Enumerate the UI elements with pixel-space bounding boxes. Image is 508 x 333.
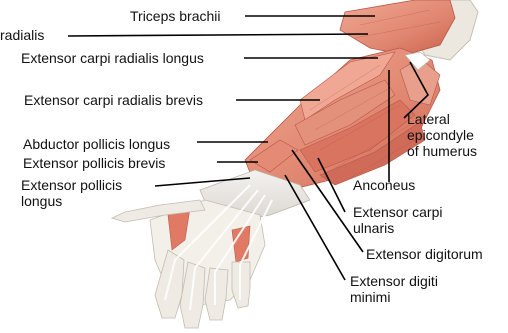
label-anconeus: Anconeus bbox=[353, 177, 415, 193]
label-extensor-digiti-minimi: Extensor digiti minimi bbox=[350, 273, 438, 305]
label-extensor-pollicis-brevis: Extensor pollicis brevis bbox=[23, 155, 165, 171]
label-lateral-epicondyle-of-humerus: Lateral epicondyle of humerus bbox=[407, 111, 477, 159]
label-extensor-carpi-ulnaris: Extensor carpi ulnaris bbox=[353, 204, 442, 236]
label-brachioradialis: radialis bbox=[0, 27, 44, 43]
label-extensor-pollicis-longus: Extensor pollicis longus bbox=[21, 177, 122, 209]
label-triceps-brachii: Triceps brachii bbox=[130, 8, 221, 24]
label-extensor-carpi-radialis-longus: Extensor carpi radialis longus bbox=[21, 50, 204, 66]
label-extensor-digitorum: Extensor digitorum bbox=[366, 246, 483, 262]
label-extensor-carpi-radialis-brevis: Extensor carpi radialis brevis bbox=[24, 92, 203, 108]
label-abductor-pollicis-longus: Abductor pollicis longus bbox=[23, 136, 170, 152]
